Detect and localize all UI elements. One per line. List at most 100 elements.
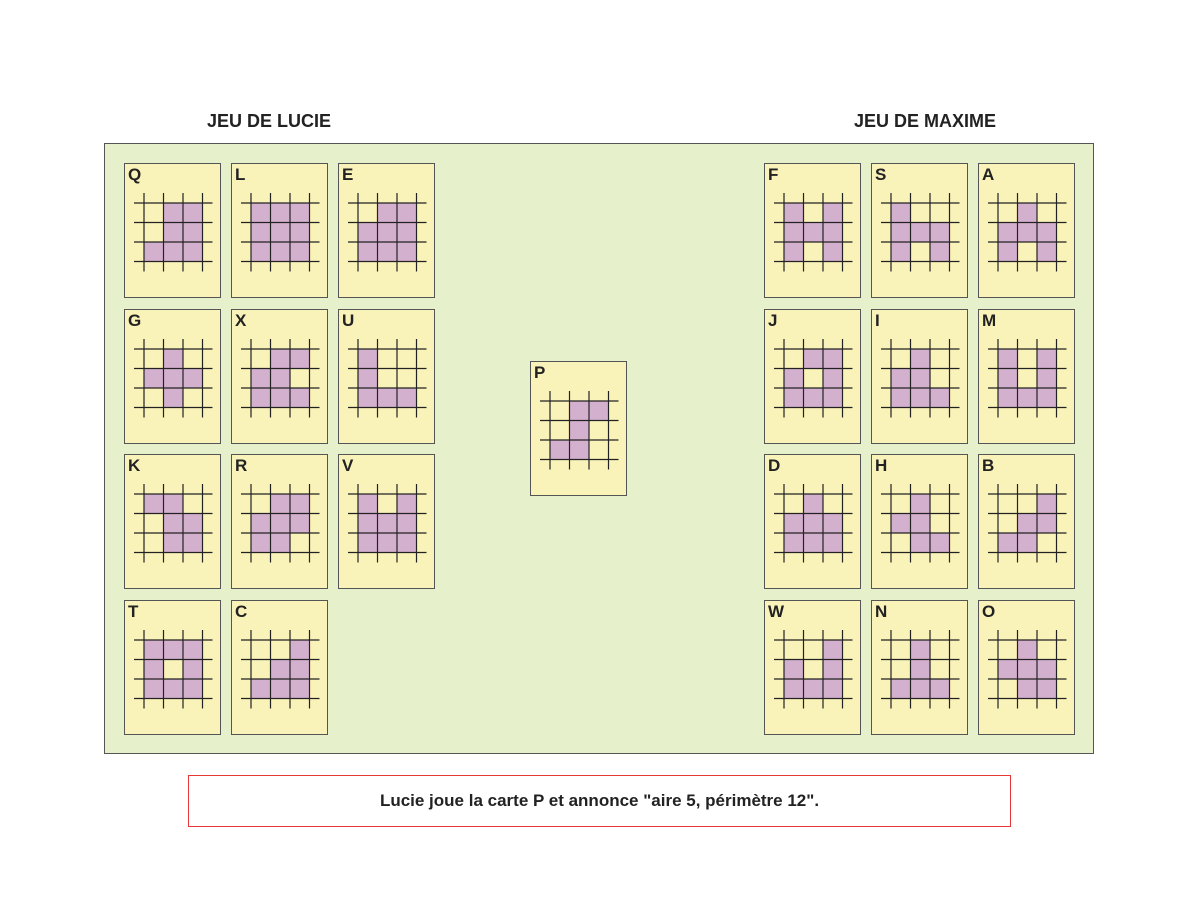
filled-cell (163, 242, 183, 262)
filled-cell (270, 533, 290, 553)
grid-shape (241, 193, 320, 272)
filled-cell (784, 203, 804, 223)
filled-cell (803, 494, 823, 514)
card-K[interactable]: K (124, 454, 221, 589)
filled-cell (823, 659, 843, 679)
card-X[interactable]: X (231, 308, 328, 444)
card-I[interactable]: I (871, 308, 968, 444)
card-Q[interactable]: Q (124, 163, 221, 298)
card-N[interactable]: N (871, 599, 968, 735)
filled-cell (358, 242, 378, 262)
grid-shape (241, 629, 320, 708)
grid-shape (134, 193, 213, 272)
filled-cell (163, 678, 183, 698)
filled-cell (358, 513, 378, 533)
announcement-box: Lucie joue la carte P et annonce "aire 5… (188, 775, 1011, 827)
card-S[interactable]: S (871, 163, 968, 298)
filled-cell (998, 368, 1018, 388)
filled-cell (358, 533, 378, 553)
card-O[interactable]: O (978, 599, 1075, 735)
card-L[interactable]: L (231, 163, 328, 298)
filled-cell (891, 242, 911, 262)
filled-cell (144, 659, 164, 679)
filled-cell (163, 513, 183, 533)
filled-cell (377, 387, 397, 407)
card-D[interactable]: D (764, 454, 861, 589)
filled-cell (1037, 368, 1057, 388)
grid-shape (540, 391, 619, 470)
filled-cell (397, 387, 417, 407)
card-letter: G (128, 310, 142, 330)
grid-shape (134, 484, 213, 563)
filled-cell (784, 659, 804, 679)
card-J[interactable]: J (764, 308, 861, 444)
card-letter: X (235, 310, 247, 330)
filled-cell (930, 242, 950, 262)
filled-cell (784, 387, 804, 407)
card-B[interactable]: B (978, 454, 1075, 589)
filled-cell (823, 348, 843, 368)
filled-cell (358, 222, 378, 242)
card-E[interactable]: E (338, 163, 435, 298)
card-R[interactable]: R (231, 454, 328, 589)
filled-cell (910, 222, 930, 242)
filled-cell (550, 440, 570, 460)
filled-cell (803, 513, 823, 533)
filled-cell (1037, 678, 1057, 698)
filled-cell (784, 513, 804, 533)
filled-cell (183, 368, 203, 388)
grid-shape (774, 193, 853, 272)
card-U[interactable]: U (338, 308, 435, 444)
filled-cell (270, 242, 290, 262)
card-letter: Q (128, 165, 142, 184)
card-A[interactable]: A (978, 163, 1075, 298)
filled-cell (998, 222, 1018, 242)
filled-cell (183, 659, 203, 679)
lucie-hand-title: JEU DE LUCIE (206, 111, 332, 131)
filled-cell (998, 533, 1018, 553)
filled-cell (290, 242, 310, 262)
filled-cell (377, 222, 397, 242)
filled-cell (183, 203, 203, 223)
card-M[interactable]: M (978, 308, 1075, 444)
maxime-hand-title: JEU DE MAXIME (853, 111, 997, 131)
filled-cell (891, 368, 911, 388)
filled-cell (163, 222, 183, 242)
card-letter: I (875, 310, 880, 330)
grid-shape (348, 338, 427, 417)
grid-shape (988, 338, 1067, 417)
filled-cell (930, 533, 950, 553)
filled-cell (270, 348, 290, 368)
card-H[interactable]: H (871, 454, 968, 589)
card-W[interactable]: W (764, 599, 861, 735)
card-T[interactable]: T (124, 599, 221, 735)
filled-cell (251, 242, 271, 262)
filled-cell (1037, 513, 1057, 533)
card-letter: A (982, 165, 995, 184)
card-F[interactable]: F (764, 163, 861, 298)
filled-cell (251, 368, 271, 388)
filled-cell (803, 348, 823, 368)
filled-cell (823, 387, 843, 407)
filled-cell (910, 348, 930, 368)
grid-shape (881, 629, 960, 708)
card-letter: M (982, 310, 997, 330)
filled-cell (1037, 348, 1057, 368)
card-V[interactable]: V (338, 454, 435, 589)
filled-cell (910, 513, 930, 533)
filled-cell (910, 494, 930, 514)
filled-cell (163, 368, 183, 388)
filled-cell (290, 222, 310, 242)
card-C[interactable]: C (231, 599, 328, 735)
card-letter: N (875, 601, 888, 621)
card-P[interactable]: P (530, 361, 627, 496)
filled-cell (163, 348, 183, 368)
filled-cell (397, 513, 417, 533)
filled-cell (397, 533, 417, 553)
card-G[interactable]: G (124, 308, 221, 444)
filled-cell (1037, 387, 1057, 407)
filled-cell (1037, 659, 1057, 679)
grid-shape (134, 629, 213, 708)
filled-cell (1017, 513, 1037, 533)
